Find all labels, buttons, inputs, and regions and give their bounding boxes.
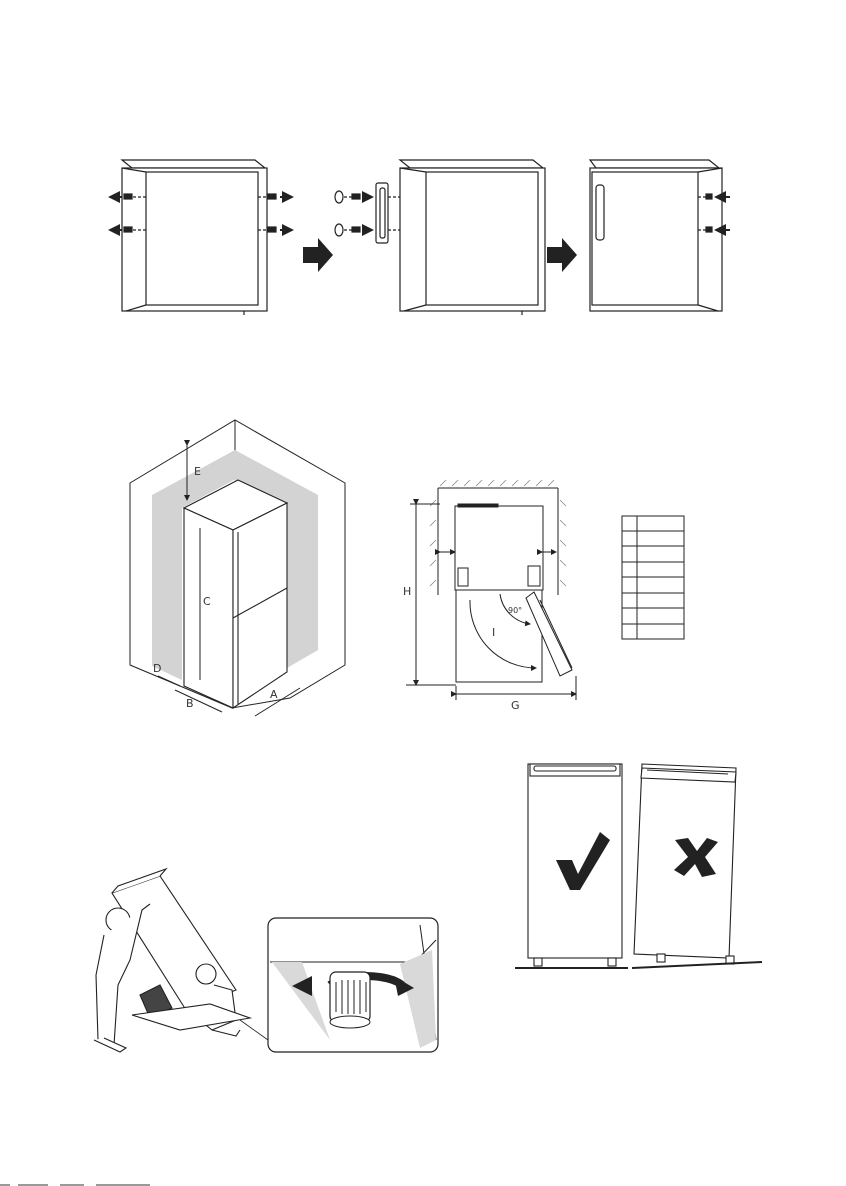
fridge-level-correct	[515, 764, 628, 968]
label-I: I	[492, 626, 495, 639]
fridge-step-3	[590, 160, 730, 311]
label-G: G	[511, 699, 520, 712]
label-D: D	[153, 662, 161, 675]
next-step-arrow-icon	[547, 238, 577, 272]
label-angle: 90°	[508, 606, 522, 615]
label-A: A	[270, 688, 278, 701]
door-handle	[376, 183, 388, 243]
fridge-step-2	[400, 160, 545, 315]
fridge-isometric	[184, 480, 287, 708]
label-B: B	[186, 697, 194, 710]
door-reversal-sequence	[110, 160, 730, 315]
label-C: C	[203, 595, 211, 608]
fridge-step-1	[110, 160, 292, 315]
levelling-illustration	[94, 869, 268, 1052]
door-swing-diagram: H G I 90°	[403, 480, 576, 712]
next-step-arrow-icon	[303, 238, 333, 272]
adjustable-foot-inset	[268, 918, 438, 1052]
dimension-table	[622, 516, 684, 639]
label-E: E	[194, 465, 201, 478]
fridge-level-incorrect	[632, 764, 762, 968]
label-H: H	[403, 585, 411, 598]
clearance-diagram: E C D B A	[130, 420, 345, 716]
